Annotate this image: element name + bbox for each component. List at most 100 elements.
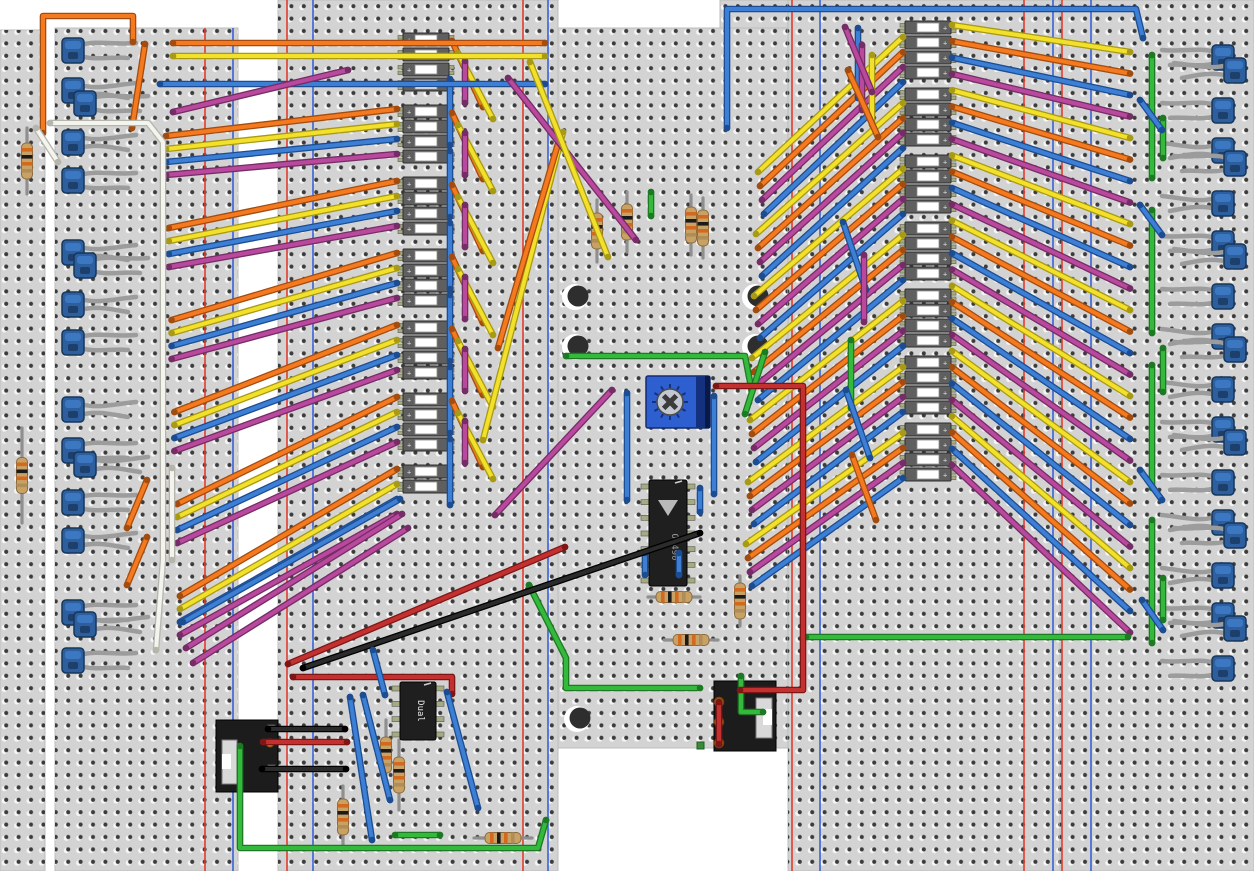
wire-yellow[interactable]	[744, 363, 907, 486]
dip-module[interactable]: +	[899, 132, 957, 147]
dip-switch[interactable]	[1171, 615, 1247, 642]
dip-switch[interactable]	[1159, 97, 1235, 124]
dip-module[interactable]: +	[899, 20, 957, 35]
wire-yellow[interactable]	[750, 165, 907, 300]
wire-orange[interactable]	[176, 465, 401, 600]
wire-blue[interactable]	[760, 78, 907, 218]
resistor[interactable]	[734, 574, 746, 628]
dip-module[interactable]: +	[899, 221, 957, 236]
wire-white[interactable]	[46, 119, 167, 654]
wire-green[interactable]	[525, 581, 704, 692]
wire-black[interactable]	[299, 529, 704, 672]
dip-module[interactable]: +	[899, 303, 957, 318]
dip-switch[interactable]	[1159, 190, 1235, 217]
wire-yellow[interactable]	[746, 297, 907, 424]
dip-switch[interactable]	[1171, 57, 1247, 84]
dip-module[interactable]: +	[397, 248, 455, 263]
dip-module[interactable]: +	[899, 318, 957, 333]
wire-yellow[interactable]	[948, 347, 1134, 486]
wire-red[interactable]	[715, 698, 723, 748]
dip-switch[interactable]	[1171, 336, 1247, 363]
dip-module[interactable]: +	[397, 134, 455, 149]
dip-module[interactable]: +	[397, 392, 455, 407]
wire-orange[interactable]	[948, 38, 1134, 77]
wire-yellow[interactable]	[948, 217, 1134, 314]
wire-orange[interactable]	[162, 105, 401, 140]
dip-module[interactable]: +	[899, 65, 957, 80]
wire-orange[interactable]	[948, 364, 1134, 507]
dip-module[interactable]: +	[397, 104, 455, 119]
wire-blue[interactable]	[948, 119, 1134, 185]
dip-module[interactable]: +	[899, 355, 957, 370]
wire-green[interactable]	[802, 633, 1132, 641]
dip-module[interactable]: +	[899, 117, 957, 132]
wire-orange[interactable]	[173, 393, 401, 508]
wire-purple[interactable]	[948, 396, 1134, 550]
dip-module[interactable]: +	[899, 452, 957, 467]
dip-switch[interactable]	[61, 396, 139, 423]
wire-green[interactable]	[1148, 206, 1156, 337]
wire-blue[interactable]	[948, 380, 1134, 529]
wire-orange[interactable]	[123, 533, 151, 589]
wire-purple[interactable]	[173, 438, 401, 547]
wire-green[interactable]	[647, 188, 655, 220]
wire-purple[interactable]	[171, 366, 401, 455]
wire-purple[interactable]	[948, 70, 1134, 120]
dip-module[interactable]: +	[397, 119, 455, 134]
dip-module[interactable]: +	[397, 464, 455, 479]
wire-blue[interactable]	[756, 210, 907, 342]
wire-blue[interactable]	[173, 423, 401, 534]
wire-blue[interactable]	[346, 693, 376, 844]
wire-purple[interactable]	[758, 63, 907, 204]
dip-switch[interactable]	[73, 611, 151, 638]
wire-red[interactable]	[284, 543, 569, 668]
dip-switch[interactable]	[1159, 655, 1235, 682]
wire-purple[interactable]	[948, 331, 1134, 464]
wire-blue[interactable]	[179, 495, 404, 626]
wire-yellow[interactable]	[948, 412, 1134, 572]
wire-orange[interactable]	[948, 168, 1134, 249]
wire-green[interactable]	[1159, 114, 1167, 162]
dip-switch[interactable]	[61, 167, 139, 194]
dip-module[interactable]: +	[397, 278, 455, 293]
dip-switch[interactable]	[1171, 429, 1247, 456]
dip-module[interactable]: +	[397, 206, 455, 221]
dip-switch[interactable]	[61, 527, 139, 554]
wire-orange[interactable]	[744, 444, 907, 562]
dip-module[interactable]: +	[397, 221, 455, 236]
resistor[interactable]	[697, 196, 709, 260]
dip-switch[interactable]	[73, 252, 151, 279]
wire-yellow[interactable]	[948, 21, 1134, 56]
wire-red[interactable]	[712, 382, 807, 694]
dip-module[interactable]: +	[397, 62, 455, 77]
dip-switch[interactable]	[1159, 562, 1235, 589]
resistor[interactable]	[646, 591, 702, 603]
dip-module[interactable]: +	[397, 350, 455, 365]
dip-module[interactable]: +	[899, 102, 957, 117]
wire-orange[interactable]	[748, 312, 907, 438]
wire-yellow[interactable]	[748, 231, 907, 362]
resistor[interactable]	[337, 784, 349, 850]
wire-blue[interactable]	[710, 392, 718, 498]
dip-module[interactable]: +	[899, 50, 957, 65]
wire-purple[interactable]	[182, 510, 406, 652]
dip-module[interactable]: +	[899, 199, 957, 214]
wire-green[interactable]	[1148, 516, 1156, 647]
wire-yellow[interactable]	[165, 192, 401, 245]
wire-orange[interactable]	[171, 321, 401, 416]
wire-purple[interactable]	[746, 459, 907, 576]
wire-orange[interactable]	[746, 378, 907, 500]
dip-module[interactable]: +	[899, 87, 957, 102]
wire-orange[interactable]	[752, 180, 907, 314]
wire-blue[interactable]	[948, 54, 1134, 99]
ic-op490[interactable]: OP490	[640, 479, 696, 587]
wire-yellow[interactable]	[754, 33, 907, 176]
wire-yellow[interactable]	[948, 282, 1134, 400]
dip-module[interactable]: +	[899, 266, 957, 281]
wire-blue[interactable]	[948, 184, 1134, 271]
wire-purple[interactable]	[948, 135, 1134, 206]
wire-blue[interactable]	[156, 80, 549, 88]
wire-yellow[interactable]	[169, 52, 549, 60]
wire-purple[interactable]	[860, 251, 868, 326]
wire-blue[interactable]	[1136, 466, 1166, 504]
